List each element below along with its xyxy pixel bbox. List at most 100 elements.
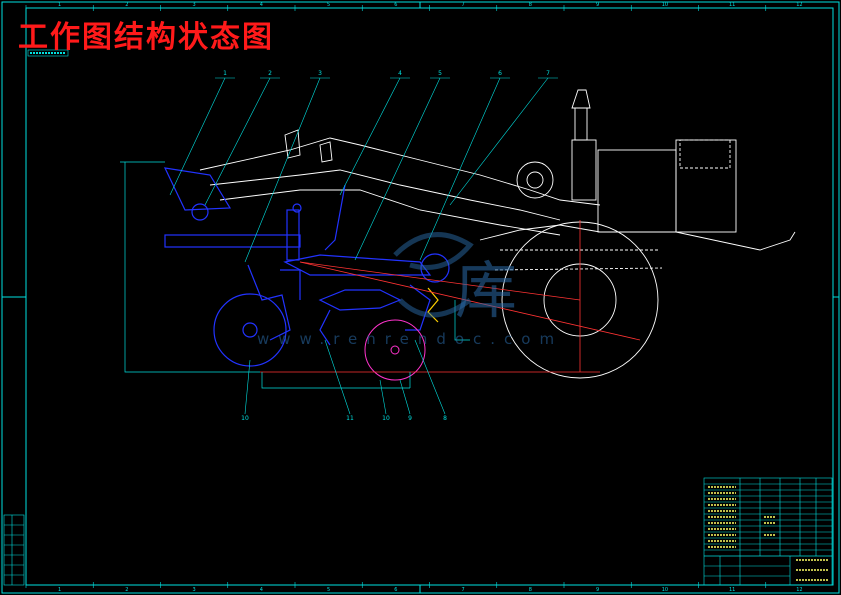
ruler-bottom-label: 11 [729, 587, 735, 593]
press-wheel-hub [242, 322, 258, 338]
watermark-url: www.renrendoc.com [257, 330, 564, 348]
post-knob [292, 203, 302, 213]
ruler-top-label: 7 [462, 2, 465, 8]
drawing-title: 工作图结构状态图 [18, 20, 274, 55]
ref-line-upper [299, 261, 581, 301]
lower-rail [219, 189, 561, 236]
ruler-top-label: 3 [193, 2, 196, 8]
ruler-bottom-label: 12 [796, 587, 802, 593]
main-beam-bottom [209, 169, 561, 221]
ruler-top-label: 9 [596, 2, 599, 8]
furrow-opener [319, 309, 331, 346]
part-label-bottom: 10 [241, 415, 249, 422]
rear-hitch [675, 231, 796, 251]
implement-beam [283, 254, 432, 276]
dim-depth [454, 300, 470, 341]
ruler-bottom-label: 1 [58, 587, 61, 593]
part-label-bottom: 11 [346, 415, 354, 422]
leader-line-top [354, 77, 441, 261]
ruler-bottom-label: 3 [193, 587, 196, 593]
ruler-bottom-label: 10 [662, 587, 668, 593]
part-label-top: 7 [546, 70, 550, 77]
air-cleaner [571, 89, 591, 109]
seed-hopper [163, 167, 232, 211]
part-label-top: 4 [398, 70, 402, 77]
seed-tube-frame [164, 234, 301, 248]
exhaust-housing [571, 139, 597, 201]
ruler-top-label: 10 [662, 2, 668, 8]
part-label-bottom: 8 [443, 415, 447, 422]
ruler-bottom-label: 7 [462, 587, 465, 593]
reference-lines [260, 220, 641, 373]
leader-line-bottom [324, 339, 351, 415]
left-revision-box [3, 514, 25, 586]
ruler-bottom-label: 5 [327, 587, 330, 593]
leader-line-bottom [379, 379, 387, 415]
part-label-top: 5 [438, 70, 442, 77]
ruler-top-label: 1 [58, 2, 61, 8]
covering-wheel [364, 319, 426, 381]
leader-line-top [449, 77, 549, 206]
leader-line-bottom [244, 359, 251, 415]
ruler-bottom-label: 4 [260, 587, 263, 593]
lift-arm [324, 184, 346, 251]
chain-guard [318, 289, 402, 311]
ruler-top-label: 4 [260, 2, 263, 8]
watermark-logo [393, 232, 474, 318]
ruler-top-label: 2 [125, 2, 128, 8]
title-block-text [708, 486, 828, 581]
title-block [703, 477, 833, 586]
part-label-top: 2 [268, 70, 272, 77]
part-label-top: 1 [223, 70, 227, 77]
press-wheel [213, 293, 287, 367]
dim-length [261, 372, 410, 389]
ruler-bottom-label: 8 [529, 587, 532, 593]
ruler-bottom-label: 2 [125, 587, 128, 593]
ruler-top-label: 6 [394, 2, 397, 8]
handle-bracket [284, 129, 301, 159]
ruler-top-label: 5 [327, 2, 330, 8]
leader-line-top [244, 77, 321, 263]
mount-bracket [319, 141, 333, 163]
covering-wheel-rim [364, 319, 426, 381]
watermark-character: 库 [455, 254, 518, 327]
part-label-bottom: 9 [408, 415, 412, 422]
fuel-tank [679, 139, 731, 169]
ruler-bottom-label: 9 [596, 587, 599, 593]
leader-line-bottom [399, 379, 411, 415]
covering-wheel-hub [390, 345, 400, 355]
drawing-code-box [27, 49, 69, 57]
pulley-hub [526, 171, 544, 189]
dimension-lines [120, 161, 470, 389]
drive-pulley [516, 161, 554, 199]
metering-wheel [191, 203, 209, 221]
leader-line-top [204, 77, 271, 206]
ruler-bottom-label: 6 [394, 587, 397, 593]
press-wheel-arm [247, 264, 291, 341]
engine-tank [675, 139, 737, 233]
ruler-top-label: 12 [796, 2, 802, 8]
part-label-top: 3 [318, 70, 322, 77]
exhaust-pipe [574, 107, 588, 141]
leader-line-top [169, 77, 226, 196]
ruler-top-label: 11 [729, 2, 735, 8]
main-beam-top [199, 137, 601, 206]
shank [280, 269, 301, 300]
engine-block [597, 149, 677, 233]
leader-line-top [339, 77, 401, 196]
fender-line [494, 249, 663, 271]
tractor-chassis [479, 224, 676, 241]
part-labels: 1 2 3 4 5 6 7 10 11 10 9 8 [223, 70, 550, 422]
ruler-top-label: 8 [529, 2, 532, 8]
part-label-bottom: 10 [382, 415, 390, 422]
dim-height [124, 162, 260, 373]
leader-line-top [419, 77, 501, 261]
leader-line-bottom [414, 339, 446, 415]
leader-lines [169, 77, 558, 415]
part-label-top: 6 [498, 70, 502, 77]
